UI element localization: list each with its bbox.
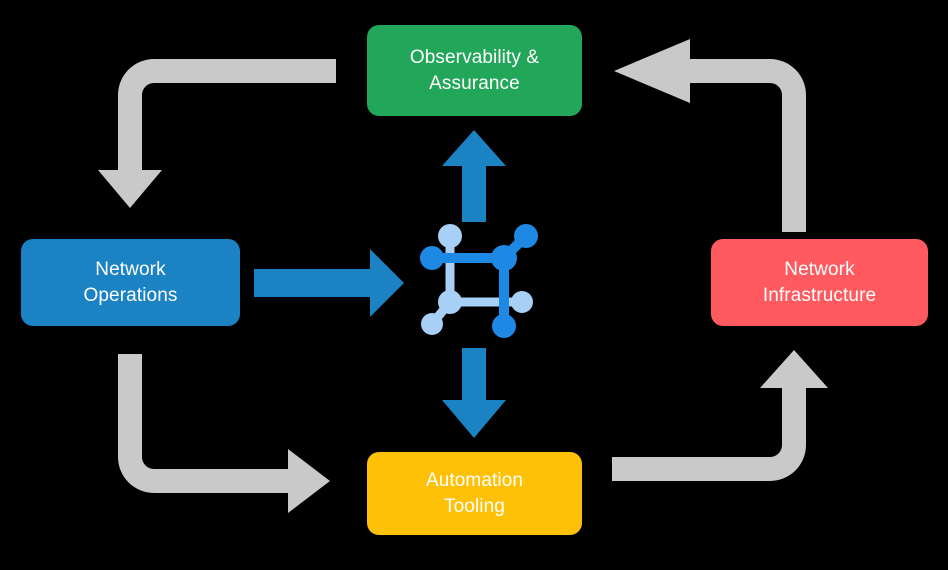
node-network-operations[interactable]: Network Operations [21,239,240,326]
connector-infrastructure-to-observability [614,39,806,232]
network-topology-icon [420,224,538,338]
connector-center-to-observability [442,130,506,222]
connector-operations-to-center [254,249,404,317]
connector-automation-to-infrastructure [612,350,828,481]
node-network-infrastructure[interactable]: Network Infrastructure [711,239,928,326]
topology-nodes-dark [420,224,538,338]
connector-observability-to-operations [98,59,336,208]
node-automation-tooling[interactable]: Automation Tooling [367,452,582,535]
topology-nodes-light [421,224,533,335]
connector-operations-to-automation [118,354,330,513]
connector-center-to-automation [442,348,506,438]
node-observability-assurance[interactable]: Observability & Assurance [367,25,582,116]
